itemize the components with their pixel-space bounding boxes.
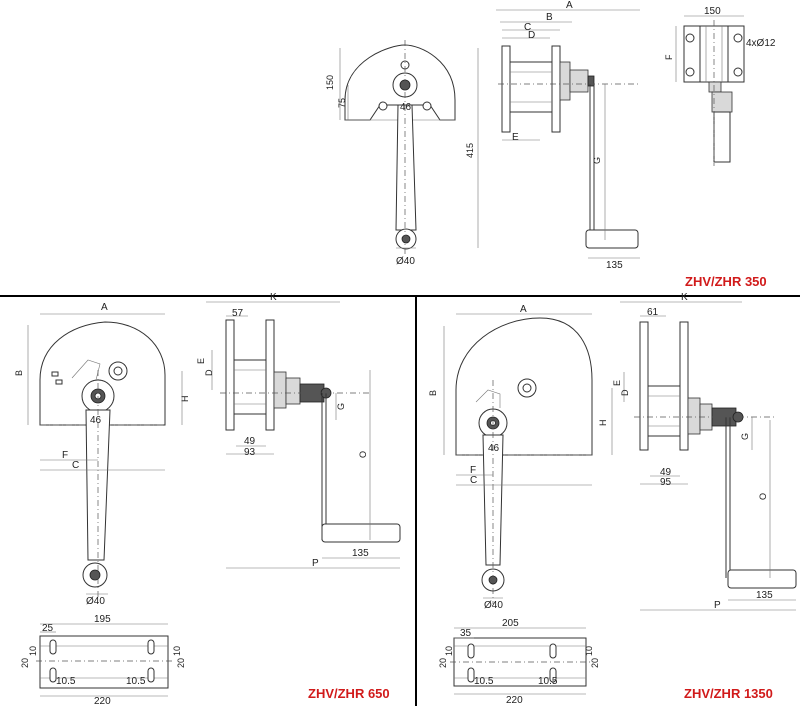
zhv650-base-dim-10a: 10 bbox=[28, 646, 38, 656]
zhv350-dim-d: D bbox=[528, 30, 535, 41]
zhv1350-base-dim-205: 205 bbox=[502, 618, 519, 629]
zhv350-dim-40: Ø40 bbox=[396, 256, 415, 267]
zhv650-base-dim-20a: 20 bbox=[20, 658, 30, 668]
zhv350-dim-a: A bbox=[566, 0, 573, 11]
zhv1350-dim-b: B bbox=[428, 390, 438, 396]
zhv650-side-view: K 57 E D G O 49 93 135 P bbox=[196, 292, 401, 569]
zhv1350-dim-46: 46 bbox=[488, 443, 500, 454]
zhv650-dim-40: Ø40 bbox=[86, 596, 105, 607]
zhv650-dim-g: G bbox=[336, 403, 346, 410]
zhv650-base-dim-195: 195 bbox=[94, 614, 111, 625]
zhv1350-base-dim-20a: 20 bbox=[438, 658, 448, 668]
zhv350-dim-415: 415 bbox=[465, 143, 475, 158]
zhv650-dim-135: 135 bbox=[352, 548, 369, 559]
zhv650-dim-c: C bbox=[72, 460, 79, 471]
zhv350-dim-e: E bbox=[512, 132, 519, 143]
zhv1350-base-dim-105a: 10.5 bbox=[474, 676, 494, 687]
zhv650-dim-93: 93 bbox=[244, 447, 256, 458]
zhv1350-base-dim-35: 35 bbox=[460, 628, 472, 639]
zhv650-base-dim-105b: 10.5 bbox=[126, 676, 146, 687]
zhv650-dim-d: D bbox=[204, 369, 214, 376]
zhv1350-side-view: K 61 E D G O 49 95 135 P bbox=[612, 292, 797, 611]
zhv650-front-view: A B H F C 46 Ø40 bbox=[14, 302, 190, 607]
zhv1350-base-view: 205 35 20 10 10 20 10.5 10.5 220 bbox=[438, 618, 600, 706]
zhv1350-base-dim-10b: 10 bbox=[584, 646, 594, 656]
zhv650-model-label: ZHV/ZHR 650 bbox=[308, 686, 390, 701]
zhv350-base-dim-f: F bbox=[664, 54, 674, 60]
zhv650-base-dim-20b: 20 bbox=[176, 658, 186, 668]
zhv1350-dim-f: F bbox=[470, 465, 476, 476]
zhv350-base-view: 150 F 4xØ12 bbox=[664, 6, 776, 166]
zhv350-model-label: ZHV/ZHR 350 bbox=[685, 274, 767, 289]
zhv1350-dim-k: K bbox=[681, 292, 688, 303]
zhv1350-dim-o: O bbox=[758, 493, 768, 500]
zhv650-base-dim-105a: 10.5 bbox=[56, 676, 76, 687]
zhv350-base-dim-150: 150 bbox=[704, 6, 721, 17]
zhv350-dim-75: 75 bbox=[337, 98, 347, 108]
zhv650-dim-46: 46 bbox=[90, 415, 102, 426]
zhv650-base-dim-10b: 10 bbox=[172, 646, 182, 656]
zhv650-dim-57: 57 bbox=[232, 308, 244, 319]
zhv1350-front-view: A B H F C 46 Ø40 bbox=[428, 304, 613, 611]
zhv1350-dim-d: D bbox=[620, 389, 630, 396]
zhv1350-dim-95: 95 bbox=[660, 477, 672, 488]
zhv650-base-dim-220: 220 bbox=[94, 696, 111, 706]
zhv350-dim-g: G bbox=[592, 157, 602, 164]
zhv650-dim-e: E bbox=[196, 358, 206, 364]
zhv650-dim-49: 49 bbox=[244, 436, 256, 447]
zhv650-dim-a: A bbox=[101, 302, 108, 313]
zhv650-dim-f: F bbox=[62, 450, 68, 461]
zhv1350-dim-p: P bbox=[714, 600, 721, 611]
zhv350-base-holes: 4xØ12 bbox=[746, 38, 776, 49]
zhv1350-base-dim-220: 220 bbox=[506, 695, 523, 706]
zhv1350-dim-135: 135 bbox=[756, 590, 773, 601]
zhv350-dim-46: 46 bbox=[400, 102, 412, 113]
zhv1350-dim-c: C bbox=[470, 475, 477, 486]
zhv1350-dim-a: A bbox=[520, 304, 527, 315]
zhv350-dim-135: 135 bbox=[606, 260, 623, 271]
zhv350-dim-b: B bbox=[546, 12, 553, 23]
zhv1350-dim-g: G bbox=[740, 433, 750, 440]
zhv1350-dim-h: H bbox=[598, 420, 608, 427]
zhv650-dim-k: K bbox=[270, 292, 277, 303]
zhv1350-base-dim-105b: 10.5 bbox=[538, 676, 558, 687]
zhv1350-dim-40: Ø40 bbox=[484, 600, 503, 611]
zhv650-base-dim-25: 25 bbox=[42, 623, 54, 634]
zhv350-front-view: 150 75 46 415 Ø40 bbox=[325, 40, 479, 267]
zhv650-dim-b: B bbox=[14, 370, 24, 376]
zhv350-dim-150: 150 bbox=[325, 75, 335, 90]
zhv650-dim-p: P bbox=[312, 558, 319, 569]
zhv1350-dim-61: 61 bbox=[647, 307, 659, 318]
zhv650-dim-o: O bbox=[358, 451, 368, 458]
zhv1350-base-dim-10a: 10 bbox=[444, 646, 454, 656]
zhv350-side-view: A B C D E G 135 bbox=[496, 0, 640, 271]
zhv650-base-view: 195 25 20 10 10 20 10.5 10.5 220 bbox=[20, 614, 186, 706]
zhv350-dim-c: C bbox=[524, 22, 531, 33]
zhv1350-base-dim-20b: 20 bbox=[590, 658, 600, 668]
zhv1350-dim-49: 49 bbox=[660, 467, 672, 478]
zhv1350-dim-e: E bbox=[612, 380, 622, 386]
zhv650-dim-h: H bbox=[180, 396, 190, 403]
zhv1350-model-label: ZHV/ZHR 1350 bbox=[684, 686, 773, 701]
